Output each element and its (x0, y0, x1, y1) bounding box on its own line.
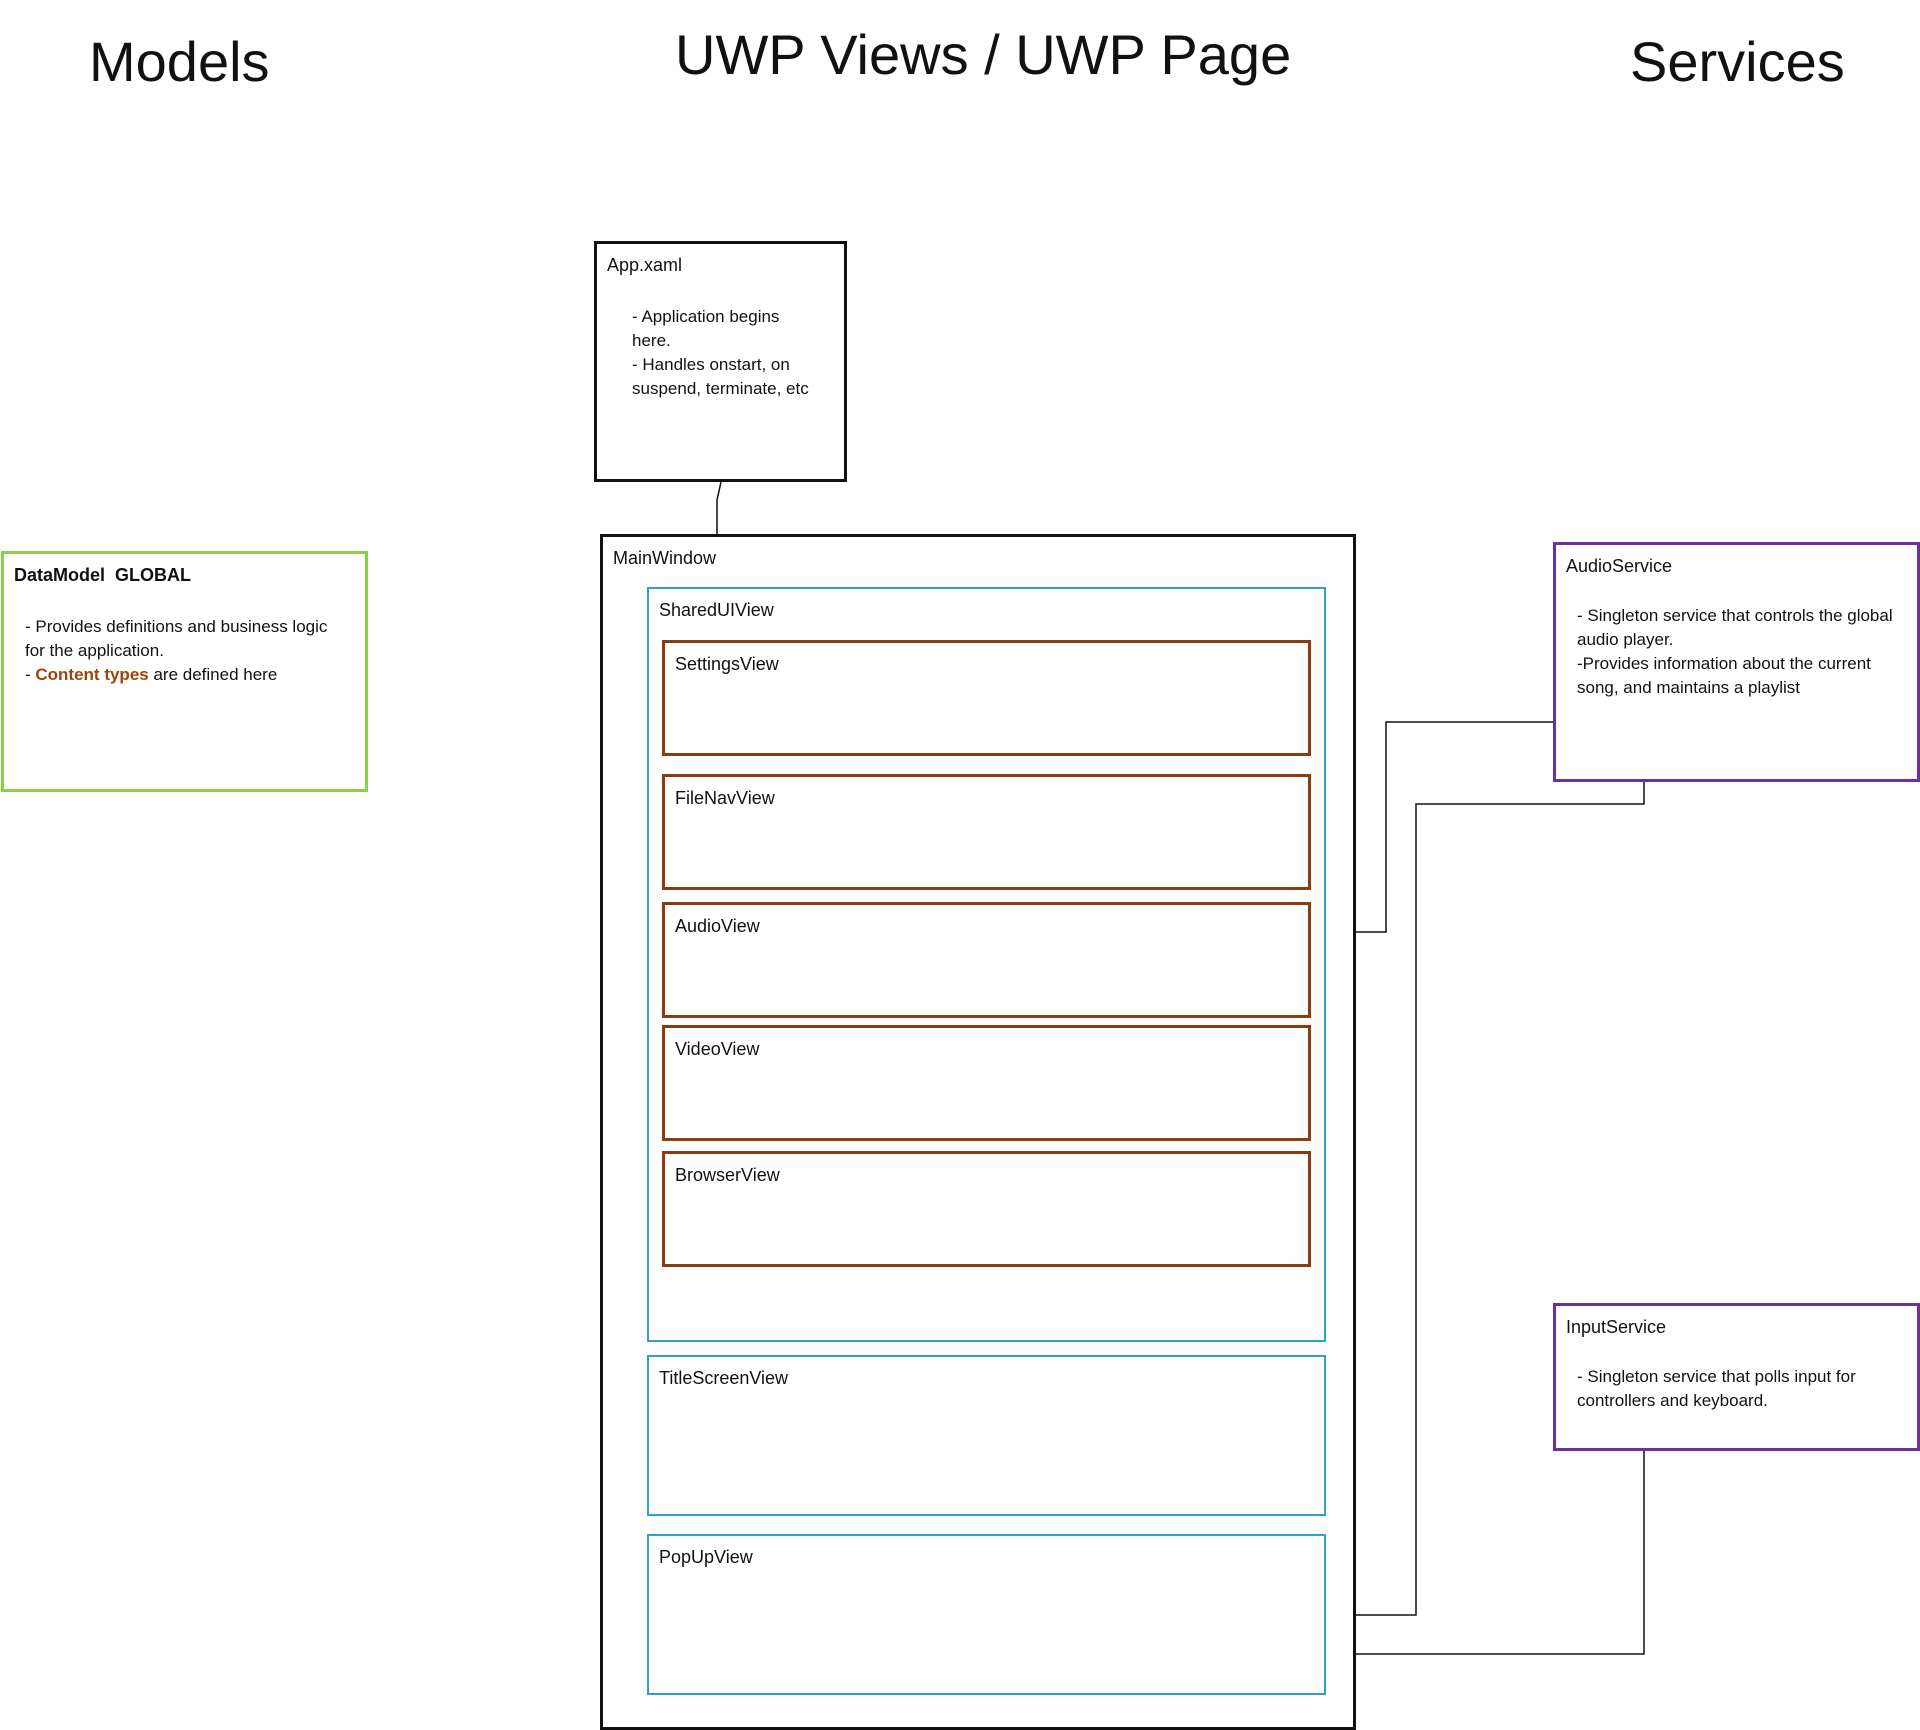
mainwindow-title: MainWindow (613, 548, 717, 568)
audio-view-title: AudioView (675, 916, 760, 936)
datamodel-box: DataModel GLOBAL - Provides definitions … (1, 551, 368, 792)
input-service-description: - Singleton service that polls input for… (1577, 1365, 1877, 1413)
filenav-view-box: FileNavView (662, 774, 1311, 890)
input-service-line: - Singleton service that polls input for… (1577, 1367, 1856, 1410)
datamodel-title: DataModel GLOBAL (14, 565, 192, 585)
input-service-title: InputService (1566, 1317, 1667, 1337)
app-xaml-line: - Handles onstart, on suspend, terminate… (632, 355, 809, 398)
datamodel-line-prefix: - (25, 665, 36, 684)
popup-view-box: PopUpView (647, 1534, 1326, 1695)
title-screen-view-box: TitleScreenView (647, 1355, 1326, 1516)
views-column-title: UWP Views / UWP Page (675, 23, 1292, 86)
audio-service-line: - Singleton service that controls the gl… (1577, 606, 1893, 649)
datamodel-line: - Content types are defined here (25, 663, 345, 687)
services-column-title: Services (1630, 30, 1845, 93)
settings-view-box: SettingsView (662, 640, 1311, 756)
datamodel-line: - Provides definitions and business logi… (25, 617, 328, 660)
audio-service-title: AudioService (1566, 556, 1673, 576)
input-service-box: InputService - Singleton service that po… (1553, 1303, 1920, 1451)
browser-view-title: BrowserView (675, 1165, 780, 1185)
audio-service-box: AudioService - Singleton service that co… (1553, 542, 1920, 782)
app-xaml-box: App.xaml - Application begins here. - Ha… (594, 241, 847, 482)
popup-view-title: PopUpView (659, 1547, 753, 1567)
models-column-title: Models (89, 30, 270, 93)
mainwindow-to-inputservice-connector (1356, 1450, 1645, 1655)
datamodel-line-suffix: are defined here (148, 665, 278, 684)
video-view-title: VideoView (675, 1039, 760, 1059)
settings-view-title: SettingsView (675, 654, 779, 674)
app-xaml-line: - Application begins here. (632, 307, 780, 350)
shared-ui-view-title: SharedUIView (659, 600, 774, 620)
video-view-box: VideoView (662, 1025, 1311, 1141)
app-to-mainwindow-connector (716, 481, 722, 534)
audio-view-box: AudioView (662, 902, 1311, 1018)
audio-service-line: -Provides information about the current … (1577, 654, 1871, 697)
filenav-view-title: FileNavView (675, 788, 775, 808)
audio-service-description: - Singleton service that controls the gl… (1577, 604, 1907, 700)
browser-view-box: BrowserView (662, 1151, 1311, 1267)
content-types-highlight: Content types (35, 665, 149, 684)
app-xaml-title: App.xaml (607, 255, 683, 275)
datamodel-description: - Provides definitions and business logi… (25, 615, 345, 687)
popup-to-audioservice-connector (1325, 781, 1645, 1616)
title-screen-view-title: TitleScreenView (659, 1368, 789, 1388)
app-xaml-description: - Application begins here. - Handles ons… (632, 305, 817, 401)
